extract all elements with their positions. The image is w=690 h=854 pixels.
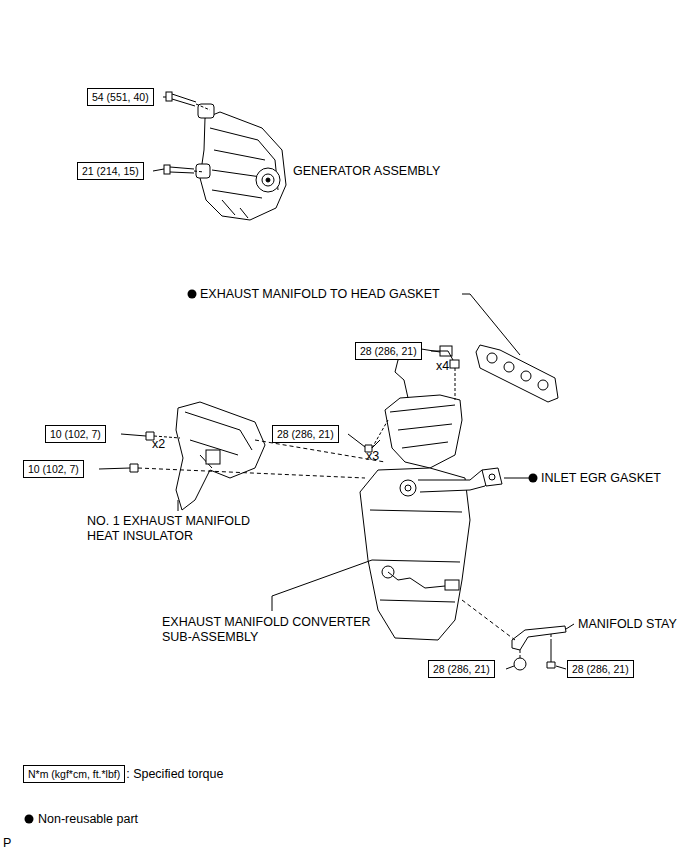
part-label: x3	[366, 449, 379, 464]
torque-box: 10 (102, 7)	[45, 425, 106, 443]
torque-box: 54 (551, 40)	[87, 88, 154, 106]
torque-value: 21 (214, 15)	[82, 164, 139, 178]
legend-text: Non-reusable part	[38, 812, 138, 827]
manifold-fasteners	[365, 360, 459, 452]
legend-text: : Specified torque	[126, 767, 223, 782]
part-label: EXHAUST MANIFOLD TO HEAD GASKET	[200, 287, 440, 302]
torque-value: 28 (286, 21)	[433, 662, 490, 676]
torque-value: 28 (286, 21)	[277, 427, 334, 441]
torque-box: 28 (286, 21)	[272, 425, 339, 443]
torque-value: N*m (kgf*cm, ft.*lbf)	[28, 767, 120, 781]
torque-box: 28 (286, 21)	[355, 342, 422, 360]
part-label: MANIFOLD STAY	[578, 617, 677, 632]
leader-lines	[99, 97, 574, 669]
torque-value: 28 (286, 21)	[572, 662, 629, 676]
torque-box: 21 (214, 15)	[77, 162, 144, 180]
non-reusable-dots	[25, 290, 538, 824]
torque-value: 10 (102, 7)	[28, 462, 79, 476]
manifold-converter-drawing	[360, 346, 492, 640]
part-label: x4	[436, 359, 449, 374]
torque-value: 54 (551, 40)	[92, 90, 149, 104]
insulator-bolts	[130, 432, 385, 478]
part-label: INLET EGR GASKET	[541, 471, 661, 486]
torque-box: 10 (102, 7)	[23, 460, 84, 478]
egr-gasket-drawing	[482, 468, 502, 486]
generator-drawing	[196, 104, 286, 220]
part-label: x2	[152, 437, 165, 452]
torque-value: 28 (286, 21)	[360, 344, 417, 358]
head-gasket-drawing	[476, 345, 558, 402]
heat-insulator-drawing	[176, 402, 265, 510]
torque-value: 10 (102, 7)	[50, 427, 101, 441]
torque-box: 28 (286, 21)	[567, 660, 634, 678]
part-label: EXHAUST MANIFOLD CONVERTER SUB-ASSEMBLY	[162, 615, 377, 645]
part-label: GENERATOR ASSEMBLY	[293, 164, 440, 179]
torque-box: 28 (286, 21)	[428, 660, 495, 678]
part-label: NO. 1 EXHAUST MANIFOLD HEAT INSULATOR	[87, 514, 257, 544]
part-label: P	[3, 836, 11, 851]
torque-box: N*m (kgf*cm, ft.*lbf)	[23, 765, 125, 783]
generator-bolts	[164, 92, 210, 174]
